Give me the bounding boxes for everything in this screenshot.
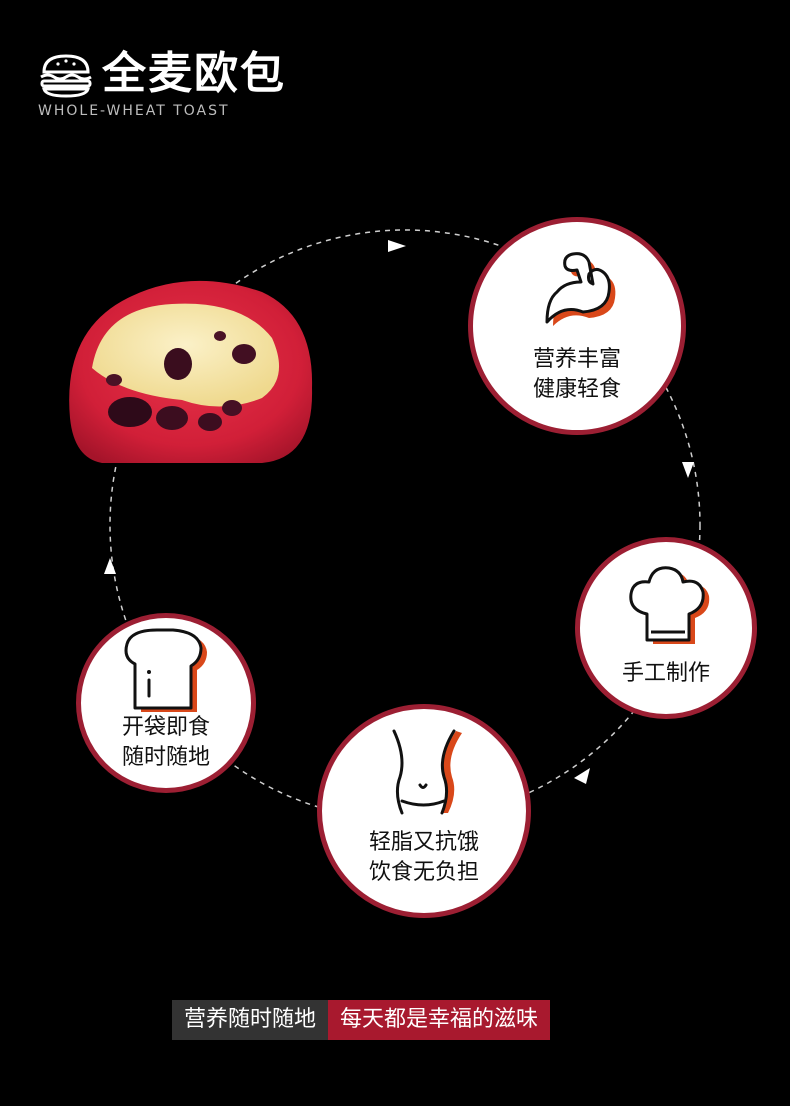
feature-nutrition: 营养丰富 健康轻食 [468, 217, 686, 435]
feature-low-fat-line1: 轻脂又抗饿 [368, 830, 479, 855]
brand-header: 全麦欧包 WHOLE-WHEAT TOAST [36, 44, 296, 124]
muscle-arm-icon [545, 252, 616, 326]
red-bread-photo [69, 280, 313, 463]
tagline-right: 每天都是幸福的滋味 [328, 1000, 551, 1040]
tagline-left: 营养随时随地 [172, 1000, 329, 1040]
tagline-bar: 营养随时随地 每天都是幸福的滋味 [172, 1000, 551, 1040]
chef-hat-icon [629, 566, 710, 644]
orbit-arrow-right [682, 462, 694, 478]
orbit-arrow-bottom [574, 768, 590, 784]
feature-nutrition-line2: 健康轻食 [532, 377, 621, 402]
feature-handmade-line1: 手工制作 [621, 661, 710, 686]
feature-ready-to-eat: 开袋即食 随时随地 [76, 613, 256, 793]
feature-low-fat-line2: 饮食无负担 [368, 860, 479, 885]
feature-low-fat: 轻脂又抗饿 饮食无负担 [317, 704, 531, 918]
waist-icon [392, 729, 462, 815]
feature-ready-to-eat-line1: 开袋即食 [121, 715, 210, 740]
feature-nutrition-line1: 营养丰富 [532, 347, 621, 372]
brand-title: 全麦欧包 [102, 48, 286, 99]
burger-icon [40, 54, 92, 98]
toast-slice-icon [124, 628, 207, 712]
brand-subtitle: WHOLE-WHEAT TOAST [38, 103, 230, 119]
orbit-arrow-top [388, 240, 406, 252]
feature-handmade: 手工制作 [575, 537, 757, 719]
feature-ready-to-eat-line2: 随时随地 [121, 745, 210, 770]
orbit-arrow-left [104, 558, 116, 574]
